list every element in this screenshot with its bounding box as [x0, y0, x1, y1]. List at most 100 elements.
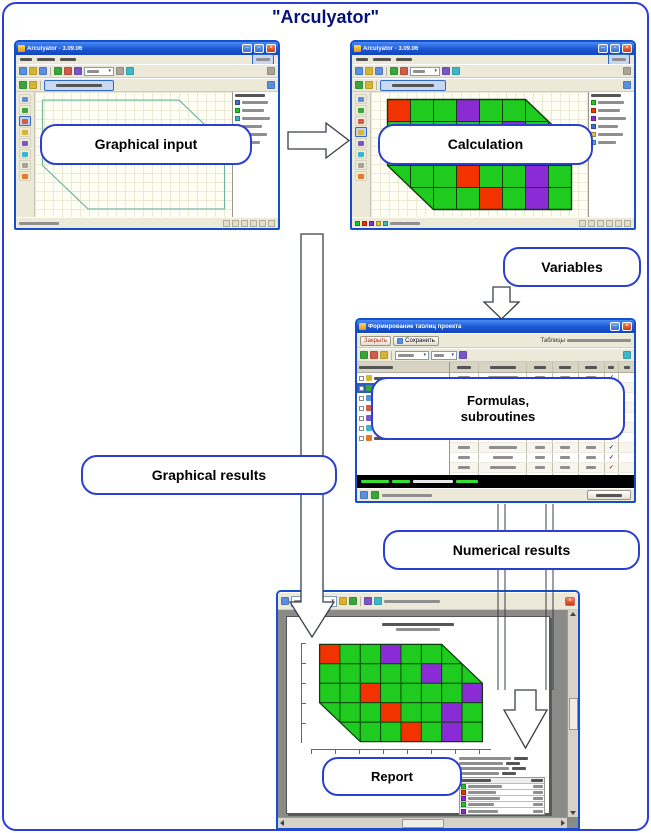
- minimize-button[interactable]: –: [242, 44, 252, 53]
- toolbar-secondary[interactable]: [352, 78, 634, 92]
- status-icon[interactable]: [588, 219, 595, 227]
- new-icon[interactable]: [355, 67, 363, 75]
- tool-icon[interactable]: [126, 67, 134, 75]
- legend-item[interactable]: [591, 108, 632, 113]
- palette-swatch[interactable]: [362, 220, 367, 226]
- select-tool[interactable]: [355, 94, 367, 104]
- scroll-right-icon[interactable]: [561, 820, 565, 826]
- scroll-down-icon[interactable]: [570, 811, 576, 815]
- menu-bar[interactable]: [352, 54, 634, 65]
- maximize-button[interactable]: ▫: [254, 44, 264, 53]
- scale-combo[interactable]: ▾: [410, 66, 440, 76]
- tool-icon[interactable]: [459, 351, 467, 359]
- palette-swatch[interactable]: [355, 220, 360, 226]
- menu-item[interactable]: [396, 58, 412, 61]
- toolbar-main[interactable]: ▾: [16, 64, 278, 78]
- page-setup-icon[interactable]: [339, 597, 347, 605]
- tool-icon[interactable]: [74, 67, 82, 75]
- line-tool[interactable]: [355, 105, 367, 115]
- tool-icon[interactable]: [370, 351, 378, 359]
- scale-combo[interactable]: ▾: [84, 66, 114, 76]
- minimize-button[interactable]: –: [598, 44, 608, 53]
- table-row[interactable]: ✓: [450, 443, 634, 453]
- grid-tool[interactable]: [19, 127, 31, 137]
- legend-item[interactable]: [591, 132, 632, 137]
- status-icon[interactable]: [250, 219, 257, 227]
- status-icon[interactable]: [268, 219, 275, 227]
- save-table-button[interactable]: Сохранить: [393, 335, 439, 346]
- legend-item[interactable]: [591, 140, 632, 145]
- line-tool[interactable]: [19, 105, 31, 115]
- titlebar[interactable]: Формирование таблиц проекта – ×: [357, 320, 634, 333]
- tool-icon[interactable]: [355, 81, 363, 89]
- zoom-combo[interactable]: ▾: [291, 595, 337, 607]
- tool-icon[interactable]: [360, 491, 368, 499]
- tool-icon[interactable]: [365, 81, 373, 89]
- toolbar-secondary[interactable]: [16, 78, 278, 92]
- status-icon[interactable]: [259, 219, 266, 227]
- menu-item[interactable]: [60, 58, 76, 61]
- tool-icon[interactable]: [360, 351, 368, 359]
- next-page-icon[interactable]: [374, 597, 382, 605]
- status-icon[interactable]: [232, 219, 239, 227]
- menu-item[interactable]: [356, 58, 368, 61]
- close-button[interactable]: ×: [622, 322, 632, 331]
- tool-icon[interactable]: [452, 67, 460, 75]
- palette-swatch[interactable]: [376, 220, 381, 226]
- new-icon[interactable]: [19, 67, 27, 75]
- minimize-button[interactable]: –: [610, 322, 620, 331]
- table-select-combo[interactable]: ▾: [395, 350, 429, 360]
- tool-icon[interactable]: [371, 491, 379, 499]
- close-table-button[interactable]: Закрыть: [360, 335, 392, 346]
- calc-tool[interactable]: [355, 127, 367, 137]
- erase-tool[interactable]: [19, 171, 31, 181]
- tool-icon[interactable]: [29, 81, 37, 89]
- scroll-left-icon[interactable]: [280, 820, 284, 826]
- filter-combo[interactable]: ▾: [431, 350, 457, 360]
- close-button[interactable]: ×: [266, 44, 276, 53]
- left-tool-palette[interactable]: [16, 92, 35, 217]
- menu-item[interactable]: [20, 58, 32, 61]
- titlebar[interactable]: Arculyator - 3.09.06 – ▫ ×: [352, 42, 634, 55]
- menu-item[interactable]: [373, 58, 391, 61]
- tool-icon[interactable]: [267, 81, 275, 89]
- close-preview-button[interactable]: ×: [565, 596, 575, 606]
- node-tool[interactable]: [355, 138, 367, 148]
- legend-panel[interactable]: [588, 92, 634, 217]
- left-tool-palette[interactable]: [352, 92, 371, 217]
- vertical-scrollbar[interactable]: [567, 610, 578, 817]
- scroll-up-icon[interactable]: [570, 612, 576, 616]
- scroll-thumb[interactable]: [568, 697, 578, 730]
- menu-item[interactable]: [37, 58, 55, 61]
- toolbar-edit[interactable]: ▾ ▾: [357, 348, 634, 362]
- select-tool[interactable]: [19, 94, 31, 104]
- measure-tool[interactable]: [19, 149, 31, 159]
- save-icon[interactable]: [39, 67, 47, 75]
- palette-swatch[interactable]: [369, 220, 374, 226]
- menu-bar[interactable]: [16, 54, 278, 65]
- toolbar-file[interactable]: Закрыть Сохранить Таблицы: [357, 333, 634, 348]
- scroll-thumb[interactable]: [401, 818, 444, 828]
- status-icon[interactable]: [615, 219, 622, 227]
- layer-item[interactable]: [235, 100, 276, 105]
- status-icon[interactable]: [606, 219, 613, 227]
- tool-icon[interactable]: [19, 81, 27, 89]
- maximize-button[interactable]: ▫: [610, 44, 620, 53]
- table-row[interactable]: ✓: [450, 453, 634, 463]
- status-icon[interactable]: [624, 219, 631, 227]
- status-icon[interactable]: [223, 219, 230, 227]
- tool-icon[interactable]: [623, 351, 631, 359]
- layer-item[interactable]: [235, 116, 276, 121]
- toolbar-main[interactable]: ▾: [352, 64, 634, 78]
- table-row[interactable]: ✓: [450, 463, 634, 473]
- tool-icon[interactable]: [64, 67, 72, 75]
- prev-page-icon[interactable]: [364, 597, 372, 605]
- apply-button[interactable]: [587, 490, 631, 500]
- table-row[interactable]: ✓: [450, 473, 634, 475]
- zoom-tool[interactable]: [19, 160, 31, 170]
- status-icon[interactable]: [597, 219, 604, 227]
- print-icon[interactable]: [281, 597, 289, 605]
- node-tool[interactable]: [19, 138, 31, 148]
- tool-icon[interactable]: [442, 67, 450, 75]
- legend-item[interactable]: [591, 124, 632, 129]
